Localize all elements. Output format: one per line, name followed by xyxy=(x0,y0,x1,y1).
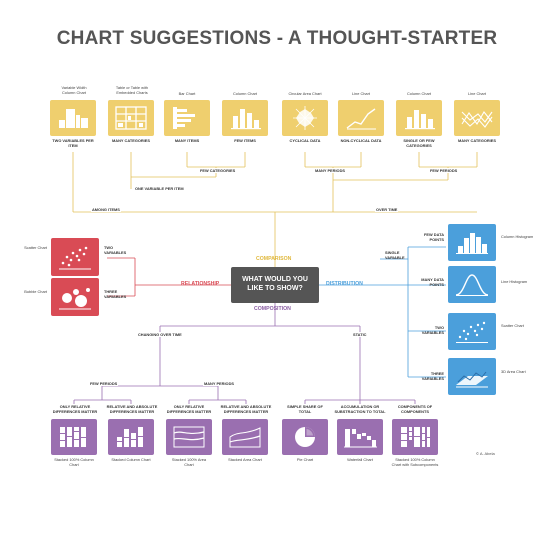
category-comparison: COMPARISON xyxy=(256,256,292,262)
tile-caption: Scatter Chart xyxy=(501,323,524,328)
tile-caption: Stacked Column Chart xyxy=(111,457,151,462)
tile-condition: TWO VARIABLES PER ITEM xyxy=(52,138,94,148)
tile-caption: Stacked 100% Column Chart with Subcompon… xyxy=(391,457,439,467)
category-distribution: DISTRIBUTION xyxy=(326,281,363,287)
stacked-100-area-icon[interactable] xyxy=(166,419,212,455)
tile-condition: MANY DATA POINTS xyxy=(421,277,444,287)
tile-condition: RELATIVE AND ABSOLUTE DIFFERENCES MATTER xyxy=(220,404,272,414)
branch-few-periods: FEW PERIODS xyxy=(89,381,119,386)
tile-condition: ONLY RELATIVE DIFFERENCES MATTER xyxy=(52,404,98,414)
column-chart-icon[interactable] xyxy=(222,100,268,136)
tile-caption: Table or Table with Embedded Charts xyxy=(115,85,149,95)
tile-condition: THREE VARIABLES xyxy=(104,289,127,299)
tile-caption: Line Chart xyxy=(352,91,370,96)
tile-caption: Pie Chart xyxy=(296,457,314,462)
tile-condition: TWO VARIABLES xyxy=(421,325,444,335)
tile-condition: ONLY RELATIVE DIFFERENCES MATTER xyxy=(166,404,212,414)
tile-condition: ACCUMULATION OR SUBSTRACTION TO TOTAL xyxy=(334,404,386,414)
branch-many-periods: MANY PERIODS xyxy=(203,381,235,386)
tile-condition: FEW DATA POINTS xyxy=(424,232,444,242)
tile-condition: RELATIVE AND ABSOLUTE DIFFERENCES MATTER xyxy=(106,404,158,414)
stacked-area-icon[interactable] xyxy=(222,419,268,455)
tile-caption: Column Histogram xyxy=(501,234,534,239)
branch-single-variable: SINGLE VARIABLE xyxy=(385,250,405,260)
circular-area-icon[interactable] xyxy=(282,100,328,136)
branch-over-time: OVER TIME xyxy=(375,207,399,212)
tile-caption: Bubble Chart xyxy=(24,289,47,294)
scatter-icon[interactable] xyxy=(448,313,496,350)
tile-caption: Column Chart xyxy=(406,91,431,96)
tile-caption: Column Chart xyxy=(232,91,257,96)
tile-condition: SINGLE OR FEW CATEGORIES xyxy=(403,138,435,148)
center-question: WHAT WOULD YOU LIKE TO SHOW? xyxy=(242,276,308,292)
tile-condition: MANY CATEGORIES xyxy=(458,138,496,143)
tile-condition: THREE VARIABLES xyxy=(421,371,444,381)
waterfall-icon[interactable] xyxy=(337,419,383,455)
tile-caption: Waterfall Chart xyxy=(347,457,373,462)
tile-condition: FEW ITEMS xyxy=(234,138,256,143)
tile-condition: MANY CATEGORIES xyxy=(112,138,150,143)
tile-caption: Circular Area Chart xyxy=(288,91,322,96)
tile-caption: Bar Chart xyxy=(178,91,196,96)
branch-one-variable: ONE VARIABLE PER ITEM xyxy=(134,186,185,191)
table-icon[interactable] xyxy=(108,100,154,136)
tile-condition: COMPONENTS OF COMPONENTS xyxy=(397,404,433,414)
bubble-icon[interactable] xyxy=(51,278,99,316)
tile-caption: Scatter Chart xyxy=(24,245,47,250)
category-composition: COMPOSITION xyxy=(254,306,291,312)
tile-caption: Line Histogram xyxy=(501,279,528,284)
branch-few-periods: FEW PERIODS xyxy=(429,168,459,173)
tile-condition: NON-CYCLICAL DATA xyxy=(340,138,382,143)
tile-condition: MANY ITEMS xyxy=(174,138,200,143)
branch-many-periods: MANY PERIODS xyxy=(314,168,346,173)
tile-condition: CYCLICAL DATA xyxy=(289,138,321,143)
branch-changing-over-time: CHANGING OVER TIME xyxy=(137,332,183,337)
stacked-subcomponents-icon[interactable] xyxy=(392,419,438,455)
area-3d-icon[interactable] xyxy=(448,358,496,395)
tile-caption: Stacked Area Chart xyxy=(228,457,262,462)
scatter-icon[interactable] xyxy=(51,238,99,276)
stacked-column-icon[interactable] xyxy=(108,419,154,455)
pie-icon[interactable] xyxy=(282,419,328,455)
branch-among-items: AMONG ITEMS xyxy=(91,207,121,212)
branch-static: STATIC xyxy=(352,332,368,337)
column-chart-icon[interactable] xyxy=(396,100,442,136)
stacked-100-column-icon[interactable] xyxy=(51,419,97,455)
credit-text: © A. Abela xyxy=(476,451,495,456)
tile-caption: Stacked 100% Area Chart xyxy=(171,457,207,467)
tile-condition: TWO VARIABLES xyxy=(104,245,127,255)
branch-few-categories: FEW CATEGORIES xyxy=(199,168,237,173)
tile-caption: 3D Area Chart xyxy=(501,369,526,374)
page-title: CHART SUGGESTIONS - A THOUGHT-STARTER xyxy=(56,28,498,49)
line-chart-icon[interactable] xyxy=(338,100,384,136)
tile-caption: Stacked 100% Column Chart xyxy=(54,457,94,467)
line-histogram-icon[interactable] xyxy=(448,266,496,303)
histogram-icon[interactable] xyxy=(448,224,496,261)
tile-caption: Line Chart xyxy=(468,91,486,96)
tile-condition: SIMPLE SHARE OF TOTAL xyxy=(287,404,323,414)
variable-width-column-icon[interactable] xyxy=(50,100,96,136)
multi-line-icon[interactable] xyxy=(454,100,500,136)
center-question-box[interactable]: WHAT WOULD YOU LIKE TO SHOW? xyxy=(231,267,319,303)
bar-chart-icon[interactable] xyxy=(164,100,210,136)
category-relationship: RELATIONSHIP xyxy=(181,281,220,287)
tile-caption: Variable Width Column Chart xyxy=(61,85,87,95)
